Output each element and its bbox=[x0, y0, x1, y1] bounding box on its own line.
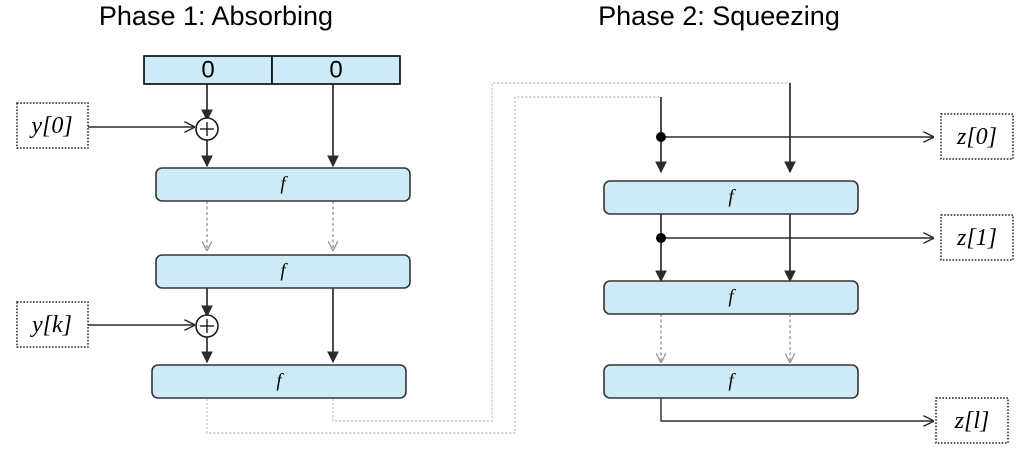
input-y0-text: y[0] bbox=[29, 113, 72, 139]
output-z0-label: z[0] bbox=[956, 124, 997, 150]
input-y0-box[interactable] bbox=[16, 102, 89, 149]
input-y0-label: y[0] bbox=[29, 113, 72, 139]
squeeze-round-2-block[interactable] bbox=[603, 280, 859, 315]
absorb-round-1-label: f bbox=[280, 173, 288, 194]
output-z1-box[interactable] bbox=[940, 214, 1014, 261]
squeeze-round-2-label: f bbox=[728, 286, 736, 307]
state-register-right-cell bbox=[271, 55, 401, 85]
output-z1-text: z[1] bbox=[956, 225, 997, 251]
absorb-round-2-block[interactable] bbox=[155, 254, 411, 289]
absorb-round-3-label: f bbox=[276, 370, 284, 391]
xor-gate-1 bbox=[195, 117, 219, 141]
state-register-left-value: 0 bbox=[201, 56, 214, 83]
output-z1-label: z[1] bbox=[956, 225, 997, 251]
input-yk-box[interactable] bbox=[16, 301, 89, 348]
output-z0-text: z[0] bbox=[956, 124, 997, 150]
output-z1[interactable]: z[1] bbox=[940, 214, 1014, 261]
squeeze-round-3-label: f bbox=[728, 370, 736, 391]
output-zl-text: z[l] bbox=[954, 408, 990, 434]
input-yk[interactable]: y[k] bbox=[16, 301, 89, 348]
state-register-left-cell bbox=[143, 55, 273, 85]
phase-1-wires bbox=[88, 84, 339, 364]
input-yk-text: y[k] bbox=[30, 312, 72, 338]
output-z0[interactable]: z[0] bbox=[940, 113, 1014, 160]
state-register: 0 0 bbox=[143, 55, 401, 85]
phase-2-title: Phase 2: Squeezing bbox=[598, 1, 840, 31]
junction-dot-z1 bbox=[656, 233, 666, 243]
phase-1-title: Phase 1: Absorbing bbox=[99, 1, 333, 31]
squeezing-blocks: f f f bbox=[603, 180, 859, 399]
output-zl-label: z[l] bbox=[954, 408, 990, 434]
absorb-round-2-label: f bbox=[280, 260, 288, 281]
squeeze-round-1-label: f bbox=[728, 186, 736, 207]
input-yk-label: y[k] bbox=[30, 312, 72, 338]
output-zl[interactable]: z[l] bbox=[935, 397, 1009, 444]
squeeze-round-3-block[interactable] bbox=[603, 364, 859, 399]
output-z0-box[interactable] bbox=[940, 113, 1014, 160]
squeeze-round-1-block[interactable] bbox=[603, 180, 859, 215]
feedback-wires-group bbox=[206, 82, 790, 434]
phase-2-wires bbox=[655, 83, 933, 421]
feedback-wire-inner bbox=[332, 82, 790, 422]
absorbing-blocks: f f f bbox=[151, 167, 411, 399]
output-zl-box[interactable] bbox=[935, 397, 1009, 444]
absorb-round-1-block[interactable] bbox=[155, 167, 411, 202]
state-register-right-value: 0 bbox=[329, 56, 342, 83]
absorb-round-3-block[interactable] bbox=[151, 364, 407, 399]
xor-gate-2 bbox=[195, 314, 219, 338]
junction-dot-z0 bbox=[656, 132, 666, 142]
wire-f3-to-zl bbox=[660, 398, 933, 421]
input-y0[interactable]: y[0] bbox=[16, 102, 89, 149]
feedback-wire-outer bbox=[206, 96, 661, 434]
